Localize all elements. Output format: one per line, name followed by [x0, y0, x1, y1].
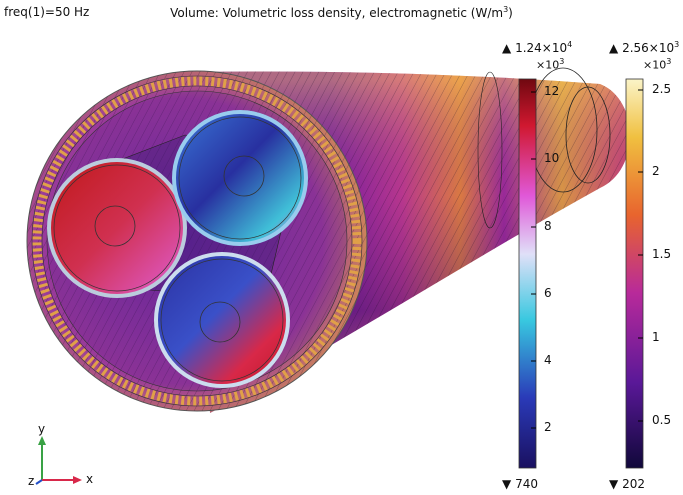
cable-end-face: [26, 70, 368, 412]
conductor-c: [154, 252, 290, 388]
colorbar-2-tick: 1.5: [652, 247, 672, 261]
colorbar-1-tick: 2: [544, 420, 552, 434]
frequency-label: freq(1)=50 Hz: [4, 5, 90, 19]
colorbar-1-min: ▼ 740: [502, 477, 538, 491]
axis-triad: [35, 436, 82, 485]
colorbar-loss-density: [518, 78, 537, 469]
colorbar-1-tick: 12: [544, 84, 560, 98]
plot-title: Volume: Volumetric loss density, electro…: [170, 5, 513, 20]
colorbar-tube-loss: [625, 78, 644, 469]
colorbar-1-tick: 8: [544, 219, 552, 233]
colorbar-2-min: ▼ 202: [609, 477, 645, 491]
axis-y-label: y: [38, 422, 46, 436]
colorbar-1-tick: 4: [544, 353, 552, 367]
colorbar-1-max: ▲ 1.24×104: [502, 40, 573, 55]
axis-x-label: x: [86, 472, 94, 486]
axis-z-label: z: [28, 474, 35, 488]
colorbar-2-tick: 0.5: [652, 413, 672, 427]
armour-wire-ring: [32, 76, 362, 406]
conductor-a: [47, 158, 187, 298]
colorbar-2-tick: 2.5: [652, 82, 672, 96]
colorbar-2-tick: 2: [652, 164, 660, 178]
colorbar-2-tick: 1: [652, 330, 660, 344]
conductor-b: [172, 110, 308, 246]
colorbar-1-multiplier: ×103: [536, 57, 565, 72]
colorbar-1-tick: 6: [544, 286, 552, 300]
colorbar-2-max: ▲ 2.56×103: [609, 40, 680, 55]
colorbar-1-tick: 10: [544, 151, 560, 165]
colorbar-2-multiplier: ×103: [643, 57, 672, 72]
